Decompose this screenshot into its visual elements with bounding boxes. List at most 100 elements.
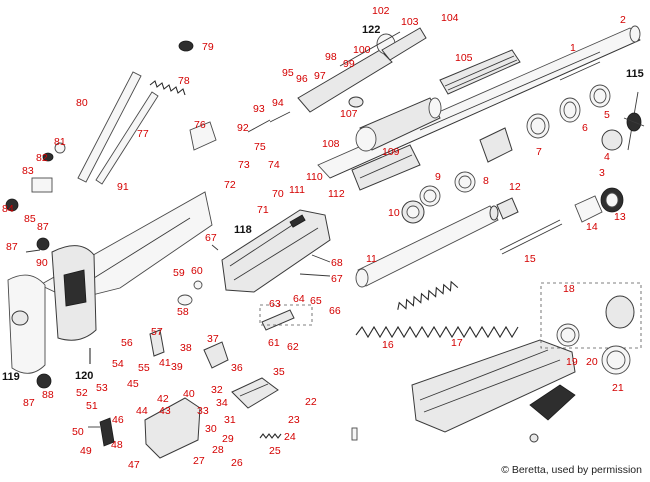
recoil-tube	[77, 40, 194, 185]
label-102: 102	[372, 5, 390, 17]
label-57: 57	[151, 326, 163, 338]
label-59: 59	[173, 267, 185, 279]
label-118: 118	[234, 224, 252, 236]
label-112: 112	[328, 188, 345, 200]
label-38: 38	[180, 342, 192, 354]
label-85: 85	[24, 213, 36, 225]
label-88: 88	[42, 389, 54, 401]
label-25: 25	[269, 445, 281, 457]
label-27: 27	[193, 455, 205, 467]
label-34: 34	[216, 397, 228, 409]
label-4: 4	[604, 151, 610, 163]
magazine-rod	[499, 219, 563, 255]
label-11: 11	[366, 253, 377, 265]
label-90: 90	[36, 257, 48, 269]
label-81: 81	[54, 136, 66, 148]
pins	[25, 121, 358, 441]
label-50: 50	[72, 426, 84, 438]
label-41: 41	[159, 357, 171, 369]
label-77: 77	[137, 128, 149, 140]
label-10: 10	[388, 207, 400, 219]
label-13: 13	[614, 211, 626, 223]
label-76: 76	[194, 119, 206, 131]
label-12: 12	[509, 181, 521, 193]
label-58: 58	[177, 306, 189, 318]
label-87b: 87	[6, 241, 18, 253]
label-42: 42	[157, 393, 169, 405]
label-80: 80	[76, 97, 88, 109]
label-74: 74	[268, 159, 280, 171]
label-64: 64	[293, 293, 305, 305]
vent-rib	[439, 49, 521, 95]
label-29: 29	[222, 433, 234, 445]
copyright-credit: © Beretta, used by permission	[501, 464, 642, 476]
label-3: 3	[599, 167, 605, 179]
label-40: 40	[183, 388, 195, 400]
label-91: 91	[117, 181, 129, 193]
label-94: 94	[272, 97, 284, 109]
label-103: 103	[401, 16, 419, 28]
label-36: 36	[231, 362, 243, 374]
magazine-spring	[355, 280, 519, 339]
label-6: 6	[582, 122, 588, 134]
label-95: 95	[282, 67, 294, 79]
label-44: 44	[136, 405, 148, 417]
label-8: 8	[483, 175, 489, 187]
label-51: 51	[86, 400, 98, 412]
label-96: 96	[296, 73, 308, 85]
label-9: 9	[435, 171, 441, 183]
label-54: 54	[112, 358, 124, 370]
label-14: 14	[586, 221, 598, 233]
label-107: 107	[340, 108, 358, 120]
magazine-tube	[355, 197, 519, 288]
bolt-carrier	[351, 144, 421, 191]
label-99: 99	[343, 58, 355, 70]
label-63: 63	[269, 298, 281, 310]
label-75: 75	[254, 141, 266, 153]
label-84: 84	[2, 203, 14, 215]
label-78: 78	[178, 75, 190, 87]
label-66: 66	[329, 305, 341, 317]
label-67b: 67	[331, 273, 343, 285]
label-28: 28	[212, 444, 224, 456]
label-65: 65	[310, 295, 322, 307]
label-19: 19	[566, 356, 578, 368]
label-71: 71	[257, 204, 269, 216]
label-1: 1	[570, 42, 576, 54]
label-97: 97	[314, 70, 326, 82]
label-21: 21	[612, 382, 624, 394]
label-68: 68	[331, 257, 343, 269]
label-32: 32	[211, 384, 223, 396]
label-115: 115	[626, 68, 644, 80]
label-79: 79	[202, 41, 214, 53]
label-17: 17	[451, 337, 463, 349]
label-100: 100	[353, 44, 371, 56]
label-111: 111	[289, 184, 305, 196]
label-31: 31	[224, 414, 236, 426]
label-46: 46	[112, 414, 124, 426]
label-18: 18	[563, 283, 575, 295]
label-60: 60	[191, 265, 203, 277]
label-55: 55	[138, 362, 150, 374]
label-72: 72	[224, 179, 236, 191]
label-122: 122	[362, 24, 380, 36]
label-35: 35	[273, 366, 285, 378]
label-119: 119	[2, 371, 20, 383]
label-120: 120	[75, 370, 93, 382]
label-61: 61	[268, 337, 280, 349]
barrel-extension-ring	[355, 97, 442, 152]
label-22: 22	[305, 396, 317, 408]
label-104: 104	[441, 12, 459, 24]
barrel	[317, 25, 641, 179]
part-labels: 1 2 3 4 5 6 7 8 9 10 11 12 13 14 15 16 1…	[2, 5, 644, 471]
label-43: 43	[159, 405, 171, 417]
label-7: 7	[536, 146, 542, 158]
label-16: 16	[382, 339, 394, 351]
label-67a: 67	[205, 232, 217, 244]
gas-cylinder-parts	[574, 187, 624, 223]
label-45: 45	[127, 378, 139, 390]
label-47: 47	[128, 459, 140, 471]
forend	[411, 339, 576, 443]
label-92: 92	[237, 122, 249, 134]
label-56: 56	[121, 337, 133, 349]
